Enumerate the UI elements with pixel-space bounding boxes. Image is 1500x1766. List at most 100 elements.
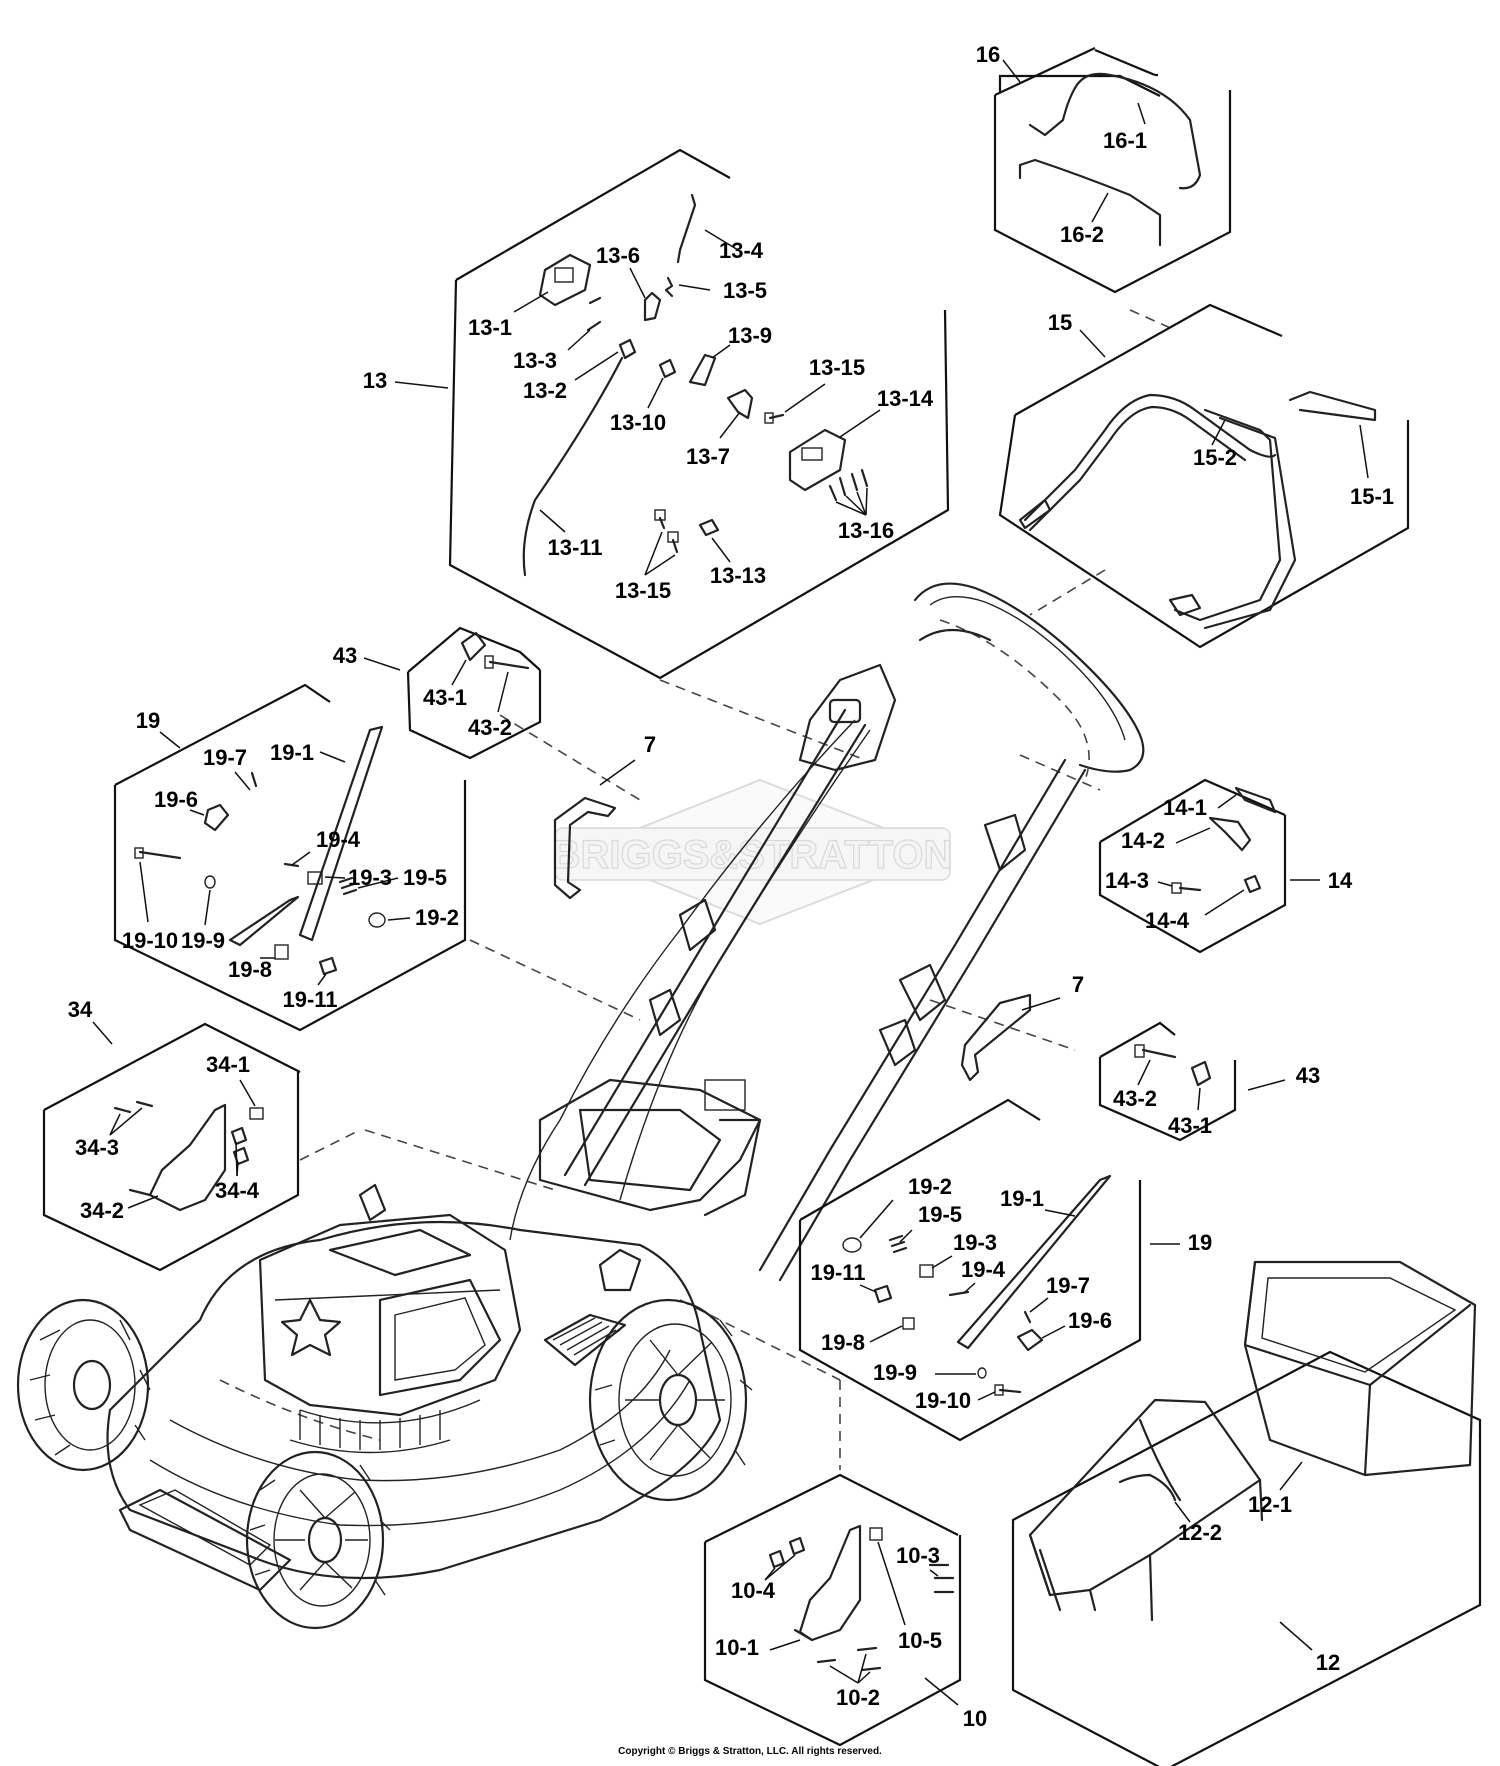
callout-13-15-top: 13-15 <box>809 355 865 380</box>
callout-19-10-right: 19-10 <box>915 1388 971 1413</box>
callout-group-14: 14-1 14-2 14-3 14-4 14 <box>1098 778 1353 954</box>
callout-19-8-left: 19-8 <box>228 957 272 982</box>
callout-group-19-left: 19 19-7 19-1 19-6 19-4 19-3 19-5 19-2 19… <box>113 683 467 1032</box>
callout-group-13: 13 13-1 13-3 13-2 13-6 13-4 13-5 13-9 13… <box>363 148 950 680</box>
callout-12-1: 12-1 <box>1248 1492 1292 1517</box>
callout-10-3: 10-3 <box>896 1543 940 1568</box>
callout-13-1: 13-1 <box>468 315 512 340</box>
control-parts-13 <box>522 193 869 577</box>
callout-19-3-left: 19-3 <box>348 865 392 890</box>
grass-bag-parts <box>1028 1260 1477 1622</box>
upper-handle-part <box>1018 390 1377 630</box>
callout-group-12: 12-1 12-2 12 <box>1011 1260 1482 1766</box>
callout-19-3-right: 19-3 <box>953 1230 997 1255</box>
callout-group-43-upper: 43 43-1 43-2 <box>333 626 542 760</box>
callout-43-2-upper: 43-2 <box>468 715 512 740</box>
lawn-mower-assembly <box>16 582 1145 1630</box>
callout-19-2-left: 19-2 <box>415 905 459 930</box>
callout-19-right: 19 <box>1188 1230 1212 1255</box>
callout-19-5-left: 19-5 <box>403 865 447 890</box>
callout-19-left: 19 <box>136 708 160 733</box>
callout-group-7-lower: 7 <box>960 972 1084 1082</box>
callout-19-4-right: 19-4 <box>961 1257 1006 1282</box>
callout-19-7-right: 19-7 <box>1046 1273 1090 1298</box>
callout-19-9-left: 19-9 <box>181 928 225 953</box>
latch-parts-19-left <box>134 725 386 976</box>
callout-13-14: 13-14 <box>877 386 934 411</box>
callout-13-5: 13-5 <box>723 278 767 303</box>
callout-34: 34 <box>68 997 93 1022</box>
callout-13-2: 13-2 <box>523 378 567 403</box>
callout-7-upper: 7 <box>644 732 656 757</box>
callout-19-4-left: 19-4 <box>316 827 361 852</box>
callout-15: 15 <box>1048 310 1072 335</box>
callout-34-2: 34-2 <box>80 1198 124 1223</box>
callout-group-43-lower: 43-2 43-1 43 <box>1098 1021 1320 1142</box>
callout-group-19-right: 19-2 19-5 19-1 19-3 19-4 19-11 19-7 19-6… <box>798 1098 1212 1442</box>
callout-19-10-left: 19-10 <box>122 928 178 953</box>
callout-19-11-left: 19-11 <box>282 987 337 1012</box>
callout-group-15: 15 15-2 15-1 <box>998 303 1410 649</box>
callout-7-lower: 7 <box>1072 972 1084 997</box>
callout-19-7-left: 19-7 <box>203 745 247 770</box>
callout-34-3: 34-3 <box>75 1135 119 1160</box>
callout-10-1: 10-1 <box>715 1635 759 1660</box>
callout-13-16: 13-16 <box>838 518 894 543</box>
callout-13: 13 <box>363 368 387 393</box>
callout-43-2-lower: 43-2 <box>1113 1086 1157 1111</box>
callout-34-1: 34-1 <box>206 1052 250 1077</box>
wheel-front-left <box>16 1298 151 1472</box>
callout-13-3: 13-3 <box>513 348 557 373</box>
callout-12: 12 <box>1316 1650 1340 1675</box>
callout-13-7: 13-7 <box>686 444 730 469</box>
callout-13-9: 13-9 <box>728 323 772 348</box>
callout-10-5: 10-5 <box>898 1628 942 1653</box>
callout-16-2: 16-2 <box>1060 222 1104 247</box>
callout-19-2-right: 19-2 <box>908 1174 952 1199</box>
brand-watermark: BRIGGS&STRATTON <box>551 778 953 926</box>
deck-vent <box>543 1313 627 1367</box>
callout-14-4: 14-4 <box>1145 908 1190 933</box>
callout-13-13: 13-13 <box>710 563 766 588</box>
callout-14-2: 14-2 <box>1121 828 1165 853</box>
watermark-text: BRIGGS&STRATTON <box>552 833 953 877</box>
callout-10: 10 <box>963 1706 987 1731</box>
callout-13-10: 13-10 <box>610 410 666 435</box>
wheel-rear-right <box>588 1298 753 1502</box>
callout-43-upper: 43 <box>333 643 357 668</box>
bail-bar-part <box>1018 72 1202 247</box>
callout-group-34: 34 34-1 34-3 34-4 34-2 <box>42 997 301 1272</box>
callout-14: 14 <box>1328 868 1353 893</box>
callout-13-11: 13-11 <box>547 535 602 560</box>
callout-10-2: 10-2 <box>836 1685 880 1710</box>
callout-19-6-right: 19-6 <box>1068 1308 1112 1333</box>
copyright-notice: Copyright © Briggs & Stratton, LLC. All … <box>618 1746 882 1757</box>
callout-group-16: 16 16-1 16-2 <box>976 42 1232 294</box>
callout-43-1-upper: 43-1 <box>423 685 467 710</box>
callout-43-1-lower: 43-1 <box>1168 1113 1212 1138</box>
callout-10-4: 10-4 <box>731 1578 776 1603</box>
motor-fins <box>289 1410 451 1454</box>
callout-43-lower: 43 <box>1296 1063 1320 1088</box>
callout-19-1-right: 19-1 <box>1000 1186 1044 1211</box>
callout-14-3: 14-3 <box>1105 868 1149 893</box>
callout-group-7-upper: 7 <box>553 732 656 900</box>
callout-19-11-right: 19-11 <box>810 1260 865 1285</box>
wheel-front-right <box>245 1450 391 1630</box>
callout-16: 16 <box>976 42 1000 67</box>
connection-lines <box>299 309 1176 1470</box>
callout-16-1: 16-1 <box>1103 128 1147 153</box>
callout-15-2: 15-2 <box>1193 445 1237 470</box>
callout-19-8-right: 19-8 <box>821 1330 865 1355</box>
callout-34-4: 34-4 <box>215 1178 260 1203</box>
callout-13-15-bottom: 13-15 <box>615 578 671 603</box>
callout-14-1: 14-1 <box>1163 795 1207 820</box>
callout-13-6: 13-6 <box>596 243 640 268</box>
callout-15-1: 15-1 <box>1350 484 1394 509</box>
callout-19-9-right: 19-9 <box>873 1360 917 1385</box>
callout-12-2: 12-2 <box>1178 1520 1222 1545</box>
callout-19-5-right: 19-5 <box>918 1202 962 1227</box>
callout-group-10: 10-3 10-4 10-1 10-5 10-2 10 <box>703 1473 987 1747</box>
callout-19-1-left: 19-1 <box>270 740 314 765</box>
